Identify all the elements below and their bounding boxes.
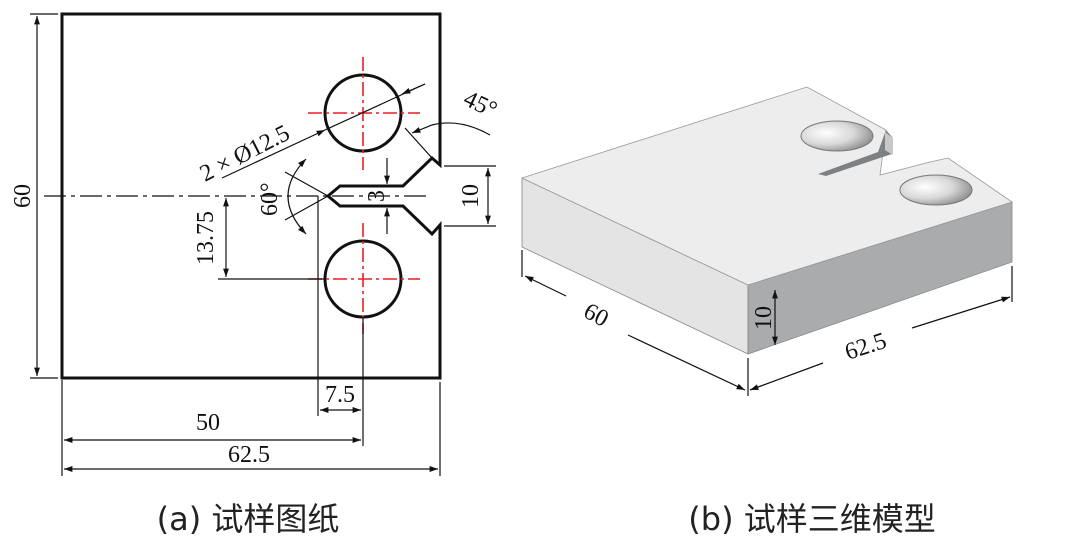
dim-thickness-3d-label: 10 <box>751 306 777 330</box>
dim-hole-offset: 13.75 <box>193 198 325 280</box>
dim-notch-opening-label: 10 <box>458 184 484 208</box>
dim-slot-width: 3 <box>364 158 390 234</box>
specimen-outline <box>60 12 442 380</box>
dim-hole-diameter: 2 × Ø12.5 <box>196 83 426 187</box>
dim-height: 60 <box>10 13 58 379</box>
dim-depth-3d-label: 60 <box>579 298 612 332</box>
dim-notch-angle-60: 60° <box>257 158 329 235</box>
dim-hole-to-tip: 7.5 <box>317 196 364 446</box>
lower-hole-3d <box>899 174 973 206</box>
drawing-2d: 60 2 × Ø12.5 45° 60° 3 <box>10 12 501 538</box>
caption-b: (b) 试样三维模型 <box>688 500 935 538</box>
caption-a: (a) 试样图纸 <box>157 500 340 538</box>
dim-hole-center-x-label: 50 <box>196 410 220 436</box>
dim-notch-angle-60-label: 60° <box>257 182 283 216</box>
dim-width-3d-label: 62.5 <box>842 328 890 366</box>
dim-notch-opening: 10 <box>444 165 496 227</box>
dim-hole-center-x: 50 <box>61 380 361 476</box>
upper-hole-3d <box>800 120 874 152</box>
model-3d: 10 60 62.5 (b) 试样三维模型 <box>520 86 1013 538</box>
dim-thickness-3d: 10 <box>751 290 778 345</box>
hole-centerlines <box>308 57 420 334</box>
dim-hole-offset-label: 13.75 <box>193 211 219 265</box>
top-face <box>520 86 1013 286</box>
notch-wall <box>885 132 893 155</box>
dim-hole-diameter-label: 2 × Ø12.5 <box>196 120 294 187</box>
dim-width-label: 62.5 <box>228 442 270 468</box>
dim-slot-width-label: 3 <box>364 190 390 202</box>
dim-width: 62.5 <box>63 382 441 476</box>
dim-height-label: 60 <box>10 184 36 208</box>
dim-hole-to-tip-label: 7.5 <box>325 382 355 408</box>
dim-notch-angle-45-label: 45° <box>459 86 500 124</box>
dim-notch-angle-45: 45° <box>404 86 501 159</box>
